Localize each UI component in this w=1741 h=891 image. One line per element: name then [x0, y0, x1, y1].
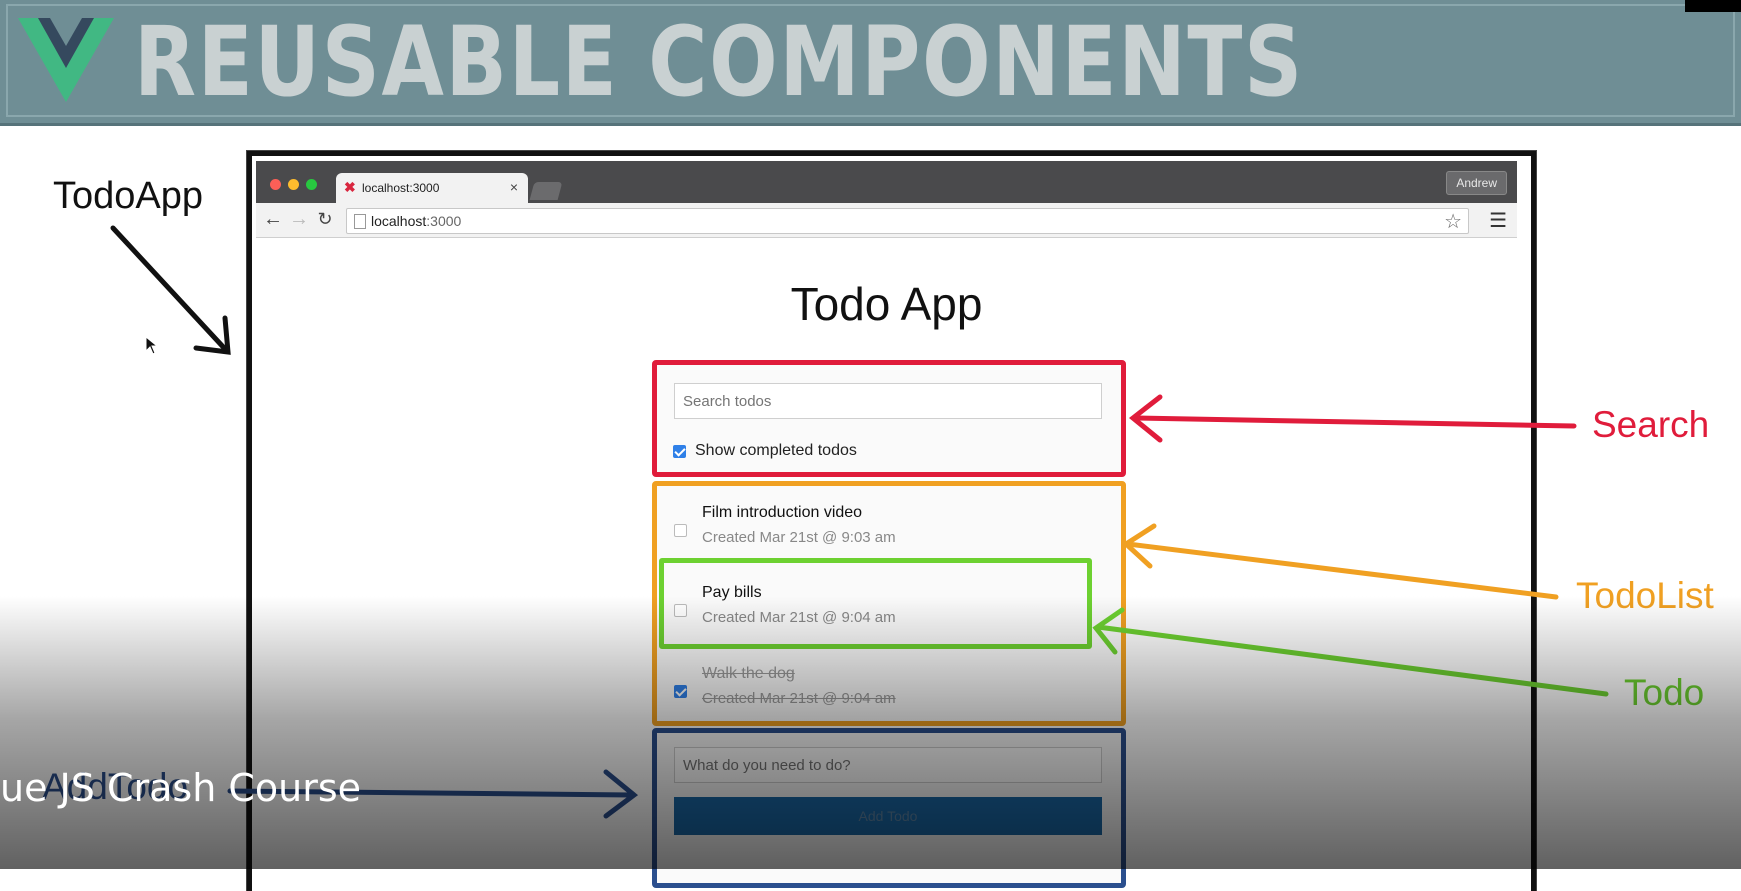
todo-text: Film introduction video [702, 504, 863, 521]
search-arrow-icon [1128, 394, 1577, 443]
star-icon[interactable]: ☆ [1444, 211, 1462, 233]
page-icon [354, 214, 366, 229]
page-title: Todo App [790, 278, 983, 330]
slide-banner: REUSABLE COMPONENTS [0, 0, 1741, 126]
video-caption: ue JS Crash Course [0, 766, 362, 810]
annotation-search: Search [1592, 404, 1710, 445]
profile-button[interactable]: Andrew [1446, 171, 1507, 195]
annotation-arrows [110, 225, 1609, 819]
annotation-todo: Todo [1624, 672, 1705, 713]
close-window-dot[interactable] [270, 179, 281, 190]
screen-frame [247, 151, 1536, 891]
back-icon[interactable]: ← [263, 208, 283, 230]
todo-checkbox[interactable] [674, 524, 687, 537]
search-input[interactable] [674, 383, 1102, 419]
banner-title: REUSABLE COMPONENTS [134, 6, 1304, 118]
browser-toolbar: ← → ↻ localhost:3000 ☆ ☰ [256, 203, 1517, 238]
close-icon[interactable]: × [509, 179, 518, 195]
address-bar[interactable]: localhost:3000 ☆ [346, 208, 1469, 234]
vue-logo-icon [18, 18, 114, 102]
show-completed-checkbox[interactable] [673, 445, 686, 458]
todolist-arrow-icon [1121, 523, 1559, 600]
minimize-window-dot[interactable] [288, 179, 299, 190]
favicon-icon: ✖ [344, 179, 356, 195]
browser-tab[interactable]: ✖ localhost:3000 × [336, 173, 528, 203]
url-host: localhost [371, 213, 427, 229]
browser-tabbar: ✖ localhost:3000 × Andrew [256, 161, 1517, 203]
reload-icon[interactable]: ↻ [317, 209, 333, 229]
url-text: localhost:3000 [371, 213, 461, 229]
cursor-icon [146, 337, 158, 355]
tab-title: localhost:3000 [362, 181, 440, 195]
annotation-todolist: TodoList [1576, 575, 1714, 616]
menu-icon[interactable]: ☰ [1489, 210, 1507, 232]
corner-block [1685, 0, 1741, 12]
todo-item[interactable]: Film introduction video Created Mar 21st… [657, 496, 1121, 566]
show-completed-label: Show completed todos [695, 442, 857, 459]
maximize-window-dot[interactable] [306, 179, 317, 190]
todo-date: Created Mar 21st @ 9:03 am [702, 529, 896, 546]
forward-icon[interactable]: → [289, 208, 309, 230]
annotation-todoapp: TodoApp [53, 175, 204, 217]
url-port: :3000 [426, 213, 462, 229]
banner-border [6, 4, 1735, 117]
search-component: Show completed todos [652, 360, 1126, 477]
todo-arrow-icon [1092, 607, 1609, 697]
todoapp-arrow-icon [110, 225, 231, 355]
